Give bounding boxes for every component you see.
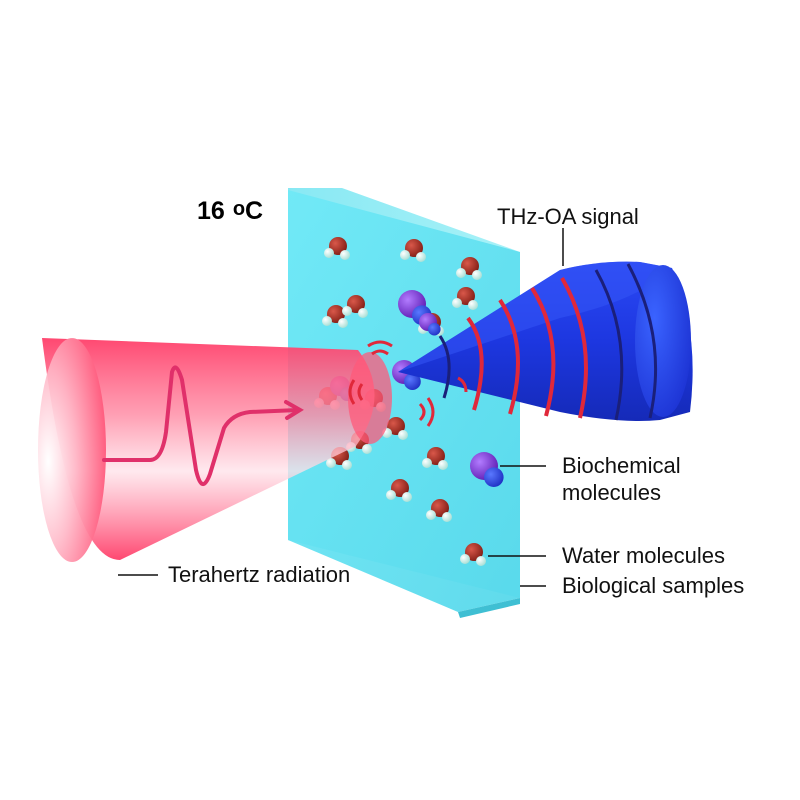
oa-wave-navy-2 xyxy=(626,263,658,419)
oa-wave-red-1 xyxy=(466,316,484,411)
oa-signal-cone-icon xyxy=(398,261,693,421)
terahertz-beam-icon xyxy=(38,338,392,562)
water-oxygen-atom xyxy=(405,239,423,257)
water-hydrogen-atom xyxy=(386,490,396,500)
terahertz-radiation-label: Terahertz radiation xyxy=(168,562,350,587)
water-oxygen-atom xyxy=(329,237,347,255)
water-oxygen-atom xyxy=(347,295,365,313)
acoustic-arc-6 xyxy=(426,397,435,427)
oa-wave-red-3 xyxy=(530,286,556,417)
oa-wave-navy-1 xyxy=(594,269,624,421)
water-molecule-icon xyxy=(400,239,426,262)
oa-cone-body xyxy=(398,261,693,421)
biochemical-molecules-label-line1: Biochemical xyxy=(562,453,681,478)
water-hydrogen-atom xyxy=(358,308,368,318)
water-oxygen-atom xyxy=(327,305,345,323)
biomolecule-atom xyxy=(404,373,421,390)
biomolecule-atom xyxy=(428,322,441,336)
thz-cone-tip xyxy=(348,352,392,444)
water-hydrogen-atom xyxy=(326,458,336,468)
water-hydrogen-atom xyxy=(342,460,352,470)
oa-wave-red-4 xyxy=(560,276,588,419)
water-hydrogen-atom xyxy=(452,298,462,308)
biochemical-molecules-label-line2: molecules xyxy=(562,480,661,505)
water-oxygen-atom xyxy=(427,447,445,465)
thz-waveform-icon xyxy=(102,365,300,486)
water-hydrogen-atom xyxy=(472,270,482,280)
biochemical-molecule-icon xyxy=(419,313,441,336)
sample-block-edge xyxy=(458,598,520,618)
oa-wave-navy-3 xyxy=(438,335,451,399)
water-hydrogen-atom xyxy=(438,460,448,470)
oa-cone-top-shade xyxy=(398,261,672,372)
water-hydrogen-atom xyxy=(460,554,470,564)
leader-lines xyxy=(118,228,564,587)
water-molecule-icon xyxy=(386,479,412,502)
acoustic-arc-4 xyxy=(348,379,356,405)
water-hydrogen-atom xyxy=(342,306,352,316)
water-hydrogen-atom xyxy=(402,492,412,502)
water-hydrogen-atom xyxy=(400,250,410,260)
oa-cone-cap xyxy=(635,265,691,417)
water-hydrogen-atom xyxy=(362,444,372,454)
water-oxygen-atom xyxy=(457,287,475,305)
water-hydrogen-atom xyxy=(426,510,436,520)
biological-samples-label: Biological samples xyxy=(562,573,744,598)
water-hydrogen-atom xyxy=(422,458,432,468)
thz-cone-mouth xyxy=(38,338,106,562)
water-oxygen-atom xyxy=(387,417,405,435)
acoustic-arc-1 xyxy=(371,349,389,356)
water-hydrogen-atom xyxy=(338,318,348,328)
water-oxygen-atom xyxy=(461,257,479,275)
water-molecule-icon xyxy=(382,417,408,440)
acoustic-arc-3 xyxy=(357,383,364,401)
water-molecule-icon xyxy=(324,237,350,260)
biochemical-molecule-icon xyxy=(470,452,504,488)
water-molecule-icon xyxy=(452,287,478,310)
water-hydrogen-atom xyxy=(324,248,334,258)
thz-cone-body xyxy=(42,338,375,560)
acoustic-wave-icon xyxy=(348,340,468,427)
water-hydrogen-atom xyxy=(442,512,452,522)
water-molecule-icon xyxy=(456,257,482,280)
water-hydrogen-atom xyxy=(340,250,350,260)
oa-wave-red-2 xyxy=(498,298,520,415)
water-hydrogen-atom xyxy=(476,556,486,566)
water-molecule-icon xyxy=(422,447,448,470)
acoustic-arc-7 xyxy=(457,376,468,393)
water-molecule-icon xyxy=(322,305,348,328)
water-hydrogen-atom xyxy=(398,430,408,440)
water-molecule-icon xyxy=(426,499,452,522)
thz-oa-signal-label: THz-OA signal xyxy=(497,204,639,229)
water-oxygen-atom xyxy=(431,499,449,517)
water-hydrogen-atom xyxy=(456,268,466,278)
thz-arrow-head xyxy=(284,400,304,420)
water-oxygen-atom xyxy=(465,543,483,561)
acoustic-arc-5 xyxy=(418,402,426,422)
water-molecule-icon xyxy=(460,543,486,566)
acoustic-arc-2 xyxy=(367,340,393,348)
water-oxygen-atom xyxy=(391,479,409,497)
water-molecules-label: Water molecules xyxy=(562,543,725,568)
water-hydrogen-atom xyxy=(416,252,426,262)
water-hydrogen-atom xyxy=(468,300,478,310)
water-molecule-icon xyxy=(342,295,368,318)
water-hydrogen-atom xyxy=(322,316,332,326)
biomolecule-atom xyxy=(484,467,504,488)
